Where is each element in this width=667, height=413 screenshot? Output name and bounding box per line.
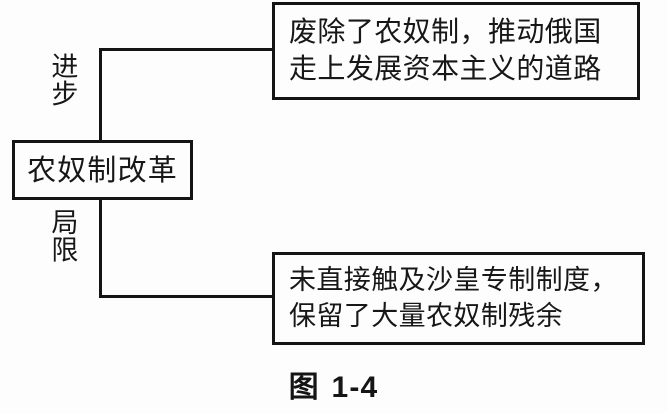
connector-root-to-limitation-vertical [99,197,102,298]
node-limitation-outcome: 未直接触及沙皇专制制度， 保留了大量农奴制残余 [272,252,645,345]
connector-root-to-progress-vertical [99,48,102,143]
branch-label-limitation: 局限 [46,208,78,264]
figure-caption-index: 1-4 [331,371,379,404]
node-root-serfdom-reform: 农奴制改革 [12,140,193,200]
figure-caption-label: 图 [288,370,320,405]
connector-limitation-horizontal [99,295,275,298]
connector-progress-horizontal [99,48,275,51]
branch-label-progress: 进步 [46,52,78,108]
figure-caption: 图 1-4 [0,362,667,406]
node-limitation-line-1: 未直接触及沙皇专制制度， [289,264,618,296]
node-progress-line-1: 废除了农奴制，推动俄国 [289,15,602,49]
node-limitation-line-2: 保留了大量农奴制残余 [289,300,564,332]
node-progress-outcome: 废除了农奴制，推动俄国 走上发展资本主义的道路 [272,2,640,100]
node-root-line-1: 农奴制改革 [27,152,178,187]
node-progress-line-2: 走上发展资本主义的道路 [289,52,602,85]
